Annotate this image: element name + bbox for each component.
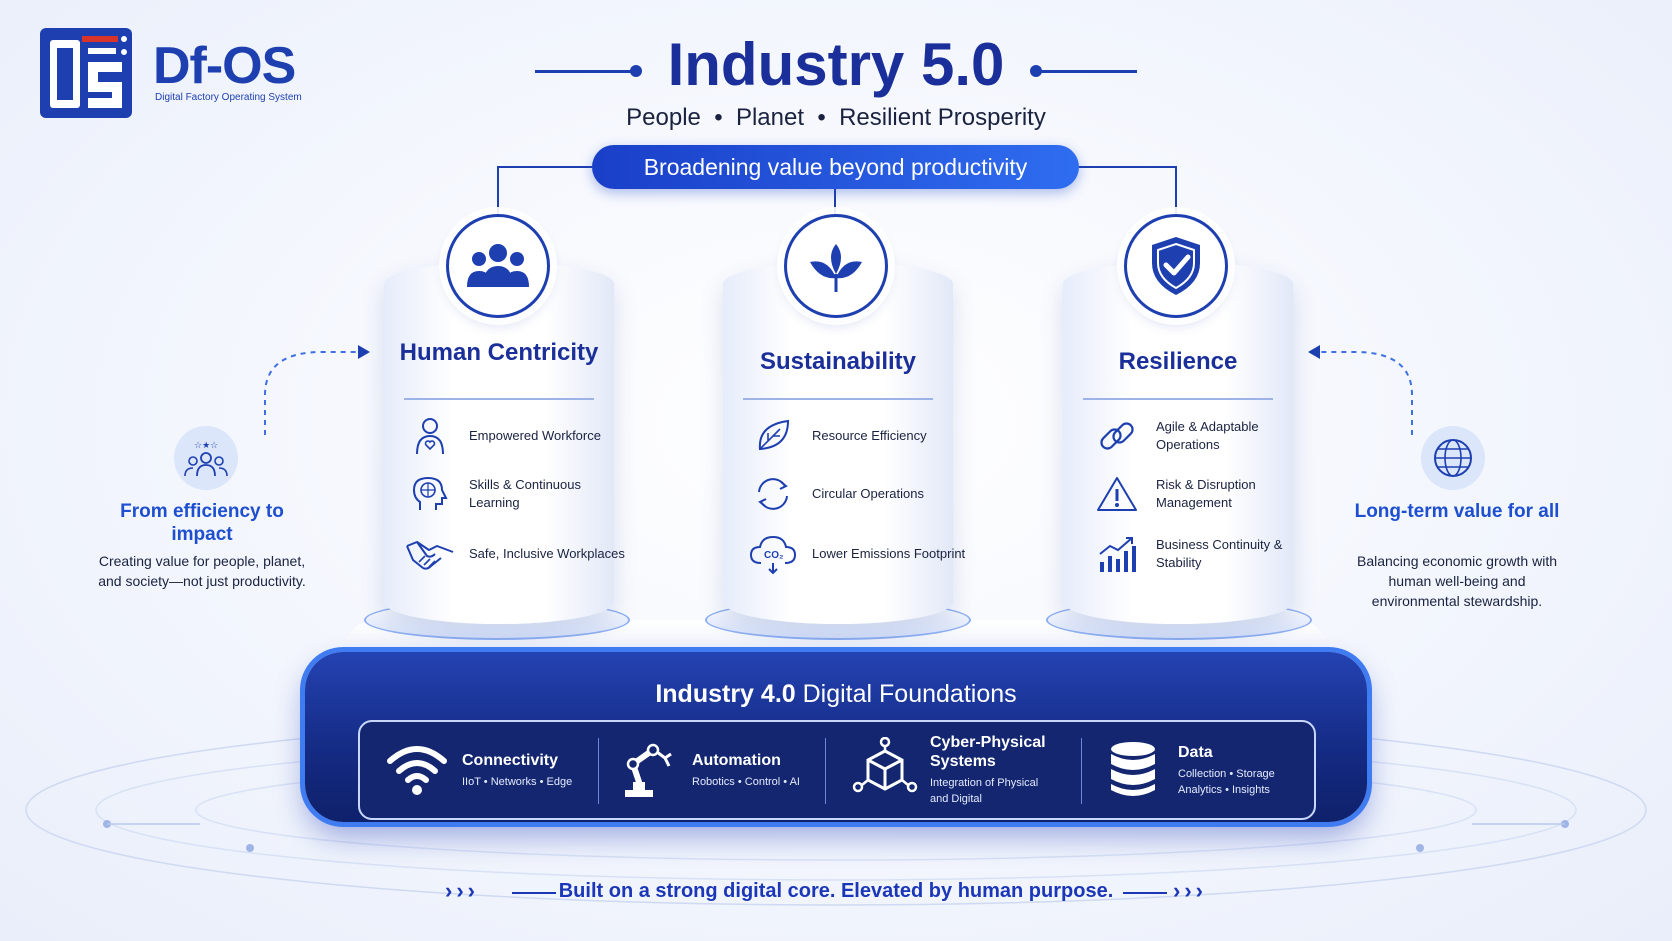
pillar-title-sustainability: Sustainability: [759, 348, 917, 375]
shield-check-icon: [1152, 237, 1200, 295]
leaf-sprout-icon: [810, 244, 862, 292]
pillar-item-label: Empowered Workforce: [469, 428, 601, 443]
database-icon: [1098, 735, 1168, 805]
page-title: Industry 5.0: [667, 31, 1005, 98]
robot-arm-icon: [612, 735, 682, 805]
pillar-item: Skills & Continuous Learning: [405, 472, 625, 516]
pillar-item-label: Lower Emissions Footprint: [812, 546, 966, 561]
foundation-separator: [598, 738, 599, 804]
foundation-title: Industry 4.0 Digital Foundations: [305, 680, 1367, 709]
pillar-item: Resource Efficiency: [748, 414, 968, 458]
foundation-item-sub: Robotics • Control • AI: [692, 775, 800, 788]
pillar-item: Safe, Inclusive Workplaces: [405, 532, 625, 576]
title-dot-left: [630, 65, 642, 77]
foundation-item-sub: IIoT • Networks • Edge: [462, 775, 573, 788]
right-note-text: Balancing economic growth with human wel…: [1357, 553, 1557, 609]
tagline-rule-right: [1123, 892, 1167, 894]
chevrons-right-icon: ›››: [1173, 878, 1207, 903]
foundation-title-bold: Industry 4.0: [655, 680, 796, 708]
pillar-circle-resilience: [1124, 214, 1228, 318]
globe-icon: [1421, 426, 1485, 490]
pillar-item-label: Safe, Inclusive Workplaces: [469, 546, 625, 561]
leaf-icon: [748, 414, 798, 458]
right-note-title: Long-term value for all: [1354, 501, 1560, 522]
foundation-item-name: Cyber-Physical Systems: [930, 734, 1046, 770]
co2-cloud-icon: CO₂: [748, 532, 798, 576]
wifi-icon: [382, 735, 452, 805]
pillar-item-label: Resource Efficiency: [812, 428, 927, 443]
pillar-item-label: Agile & Adaptable Operations: [1156, 419, 1259, 452]
pillar-item-label: Risk & Disruption Management: [1156, 477, 1256, 510]
growth-chart-icon: [1092, 532, 1142, 576]
foundation-item-name: Connectivity: [462, 751, 559, 769]
pillar-human-centricity: [384, 262, 614, 624]
foundation-item-name: Data: [1178, 743, 1213, 761]
pillar-item-label: Business Continuity & Stability: [1156, 537, 1283, 570]
pillar-item: CO₂ Lower Emissions Footprint: [748, 532, 968, 576]
foundation-item-automation: Automation Robotics • Control • AI: [612, 724, 812, 816]
broadening-value-pill: Broadening value beyond productivity: [592, 145, 1079, 189]
left-note-text: Creating value for people, planet, and s…: [98, 553, 306, 589]
pillar-item-label: Skills & Continuous Learning: [469, 477, 581, 510]
pillar-item-label: Circular Operations: [812, 486, 924, 501]
tagline-rule-left: [512, 892, 556, 894]
page-subtitle: People • Planet • Resilient Prosperity: [626, 104, 1046, 131]
logo-subtitle: Digital Factory Operating System: [155, 92, 302, 103]
pillar-rule-resilience: [1083, 398, 1273, 400]
pillar-title-resilience: Resilience: [1118, 348, 1238, 375]
group-stars-icon: ☆★☆: [174, 426, 238, 490]
foundation-inner-panel: [358, 720, 1316, 820]
pillar-rule-human: [404, 398, 594, 400]
pillar-circle-human: [446, 214, 550, 318]
brain-head-icon: [405, 472, 455, 516]
pillar-title-human: Human Centricity: [399, 339, 599, 366]
handshake-icon: [405, 532, 455, 576]
foundation-item-name: Automation: [692, 751, 781, 769]
warning-icon: [1092, 472, 1142, 516]
left-note-title: From efficiency to impact: [120, 501, 284, 545]
foundation-title-rest: Digital Foundations: [795, 680, 1017, 708]
df-os-logo-mark-icon: [40, 28, 132, 118]
pillar-item: Circular Operations: [748, 472, 968, 516]
pillar-item: Agile & Adaptable Operations: [1092, 414, 1312, 458]
foundation-separator: [825, 738, 826, 804]
foundation-item-connectivity: Connectivity IIoT • Networks • Edge: [382, 724, 592, 816]
title-rule-right: [1037, 70, 1137, 73]
chevrons-left-icon: ›››: [445, 878, 479, 903]
chain-link-icon: [1092, 414, 1142, 458]
foundation-item-data: Data Collection • Storage Analytics • In…: [1098, 724, 1308, 816]
pillar-item: Risk & Disruption Management: [1092, 472, 1312, 516]
person-heart-icon: [405, 414, 455, 458]
footer-tagline: Built on a strong digital core. Elevated…: [558, 880, 1114, 902]
pillar-item: Empowered Workforce: [405, 414, 625, 458]
cycle-icon: [748, 472, 798, 516]
title-dot-right: [1030, 65, 1042, 77]
svg-text:CO₂: CO₂: [764, 550, 783, 561]
svg-text:☆★☆: ☆★☆: [194, 441, 218, 451]
foundation-separator: [1081, 738, 1082, 804]
pillar-sustainability: [723, 262, 953, 624]
foundation-item-sub: Collection • Storage Analytics • Insight…: [1178, 767, 1275, 796]
pillar-rule-sustainability: [743, 398, 933, 400]
cube-network-icon: [850, 735, 920, 805]
title-rule-left: [535, 70, 635, 73]
pillar-circle-sustainability: [784, 214, 888, 318]
foundation-item-sub: Integration of Physical and Digital: [930, 777, 1039, 805]
people-icon: [467, 244, 529, 287]
logo-name: Df-OS: [153, 37, 296, 95]
df-os-logo: Df-OS Digital Factory Operating System: [40, 28, 340, 120]
pillar-item: Business Continuity & Stability: [1092, 532, 1312, 576]
foundation-item-cyber-physical: Cyber-Physical Systems Integration of Ph…: [850, 724, 1070, 816]
